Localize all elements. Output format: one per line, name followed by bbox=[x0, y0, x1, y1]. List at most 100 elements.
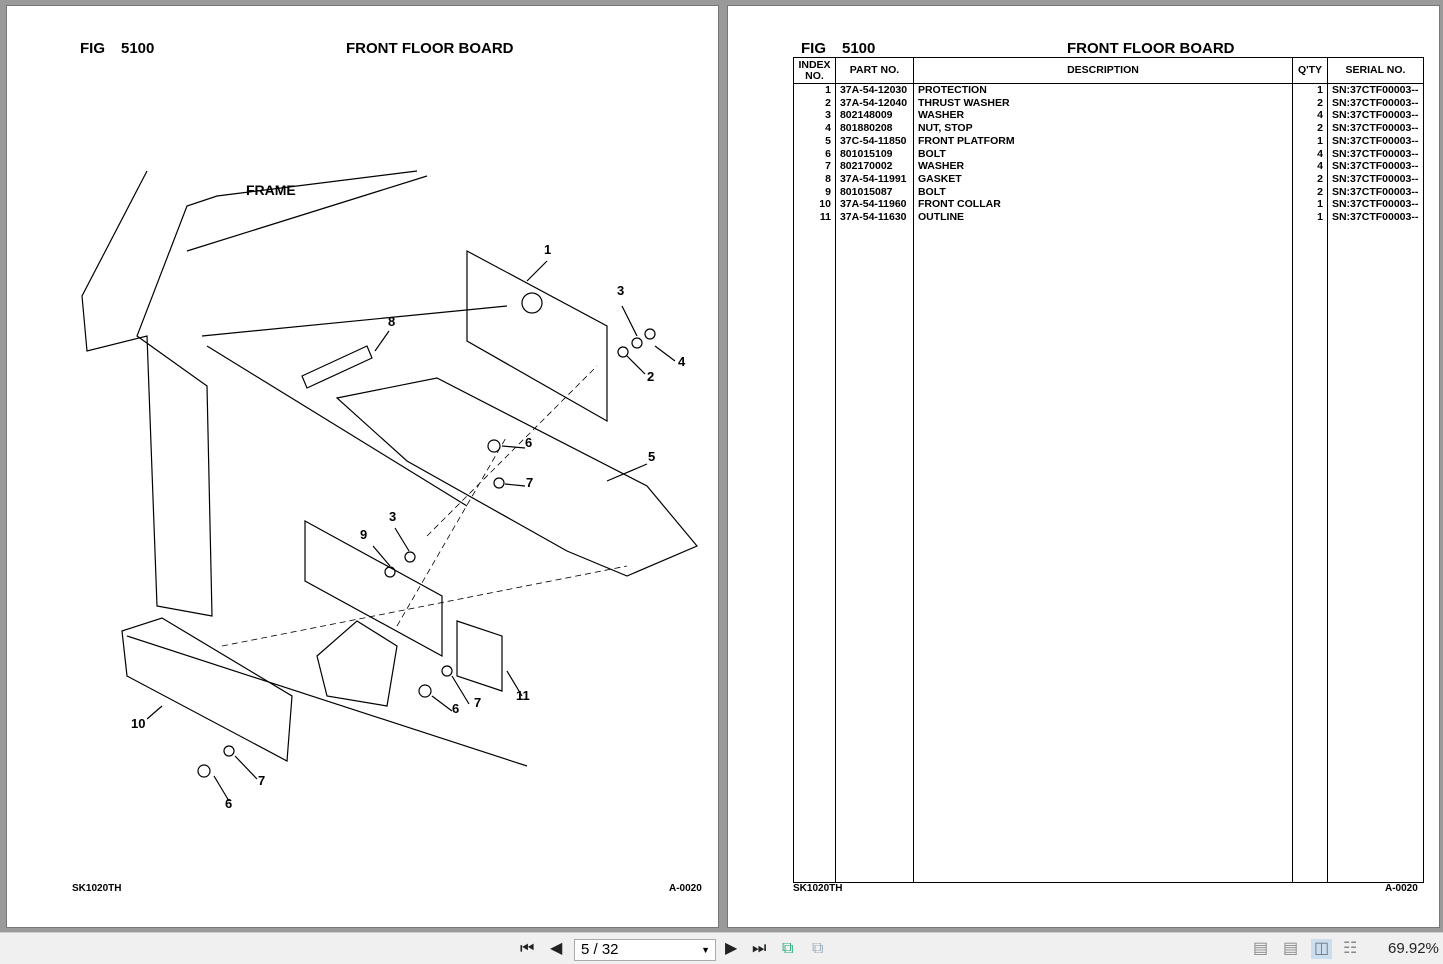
header-description: DESCRIPTION bbox=[912, 57, 1294, 84]
description-cell: FRONT PLATFORM bbox=[912, 134, 1294, 148]
index-cell: 3 bbox=[793, 109, 836, 123]
serial-cell: SN:37CTF00003-- bbox=[1326, 147, 1425, 161]
model-label: SK1020TH bbox=[793, 883, 843, 894]
qty-cell: 4 bbox=[1292, 147, 1328, 161]
part-number-cell: 37C-54-11850 bbox=[834, 134, 914, 148]
next-page-icon[interactable]: ▶ bbox=[725, 940, 738, 957]
parts-table: INDEX NO. PART NO. DESCRIPTION Q'TY SERI… bbox=[793, 57, 1425, 883]
description-cell: BOLT bbox=[912, 147, 1294, 161]
qty-cell: 4 bbox=[1292, 160, 1328, 173]
part-number-cell: 37A-54-11991 bbox=[834, 172, 914, 186]
continuous-page-icon[interactable]: ▤ bbox=[1283, 940, 1299, 957]
fig-number: 5100 bbox=[842, 40, 876, 57]
description-cell: GASKET bbox=[912, 172, 1294, 186]
callout-4: 4 bbox=[678, 354, 686, 369]
page-number-value: 5 / 32 bbox=[581, 941, 619, 958]
two-page-icon[interactable]: ◫ bbox=[1311, 939, 1333, 959]
previous-page-icon[interactable]: ◀ bbox=[550, 940, 563, 957]
last-page-icon[interactable]: ⏭ bbox=[752, 940, 767, 957]
page-code: A-0020 bbox=[669, 883, 702, 894]
single-page-icon[interactable]: ▤ bbox=[1253, 940, 1269, 957]
serial-cell: SN:37CTF00003-- bbox=[1326, 134, 1425, 148]
part-number-cell: 801880208 bbox=[834, 122, 914, 135]
empty-cell bbox=[834, 223, 914, 883]
viewer-toolbar: ⏮ ◀ 5 / 32 ▼ ▶ ⏭ ⧉ ⧉ ▤ ▤ ◫ ☷ 69.92% bbox=[0, 932, 1443, 964]
description-cell: NUT, STOP bbox=[912, 122, 1294, 135]
serial-cell: SN:37CTF00003-- bbox=[1326, 172, 1425, 186]
index-cell: 6 bbox=[793, 147, 836, 161]
serial-cell: SN:37CTF00003-- bbox=[1326, 198, 1425, 212]
part-number-cell: 37A-54-12030 bbox=[834, 83, 914, 97]
exploded-parts-drawing bbox=[81, 170, 698, 802]
part-number-cell: 801015087 bbox=[834, 185, 914, 199]
qty-cell: 2 bbox=[1292, 122, 1328, 135]
chevron-down-icon[interactable]: ▼ bbox=[701, 945, 710, 955]
qty-cell: 2 bbox=[1292, 185, 1328, 199]
callout-8: 8 bbox=[388, 314, 396, 329]
zoom-level[interactable]: 69.92% bbox=[1388, 940, 1439, 957]
empty-cell bbox=[912, 223, 1294, 883]
index-cell: 5 bbox=[793, 134, 836, 148]
fig-label: FIG bbox=[80, 40, 105, 57]
index-cell: 4 bbox=[793, 122, 836, 135]
callout-7b: 7 bbox=[474, 695, 482, 710]
callout-7: 7 bbox=[526, 475, 534, 490]
left-page-illustration: FIG 5100 FRONT FLOOR BOARD FRAME 1 2 3 4… bbox=[6, 5, 719, 928]
index-cell: 9 bbox=[793, 185, 836, 199]
index-cell: 10 bbox=[793, 198, 836, 212]
qty-cell: 1 bbox=[1292, 83, 1328, 97]
serial-cell: SN:37CTF00003-- bbox=[1326, 185, 1425, 199]
qty-cell: 1 bbox=[1292, 211, 1328, 224]
description-cell: BOLT bbox=[912, 185, 1294, 199]
header-qty: Q'TY bbox=[1292, 57, 1328, 84]
index-cell: 1 bbox=[793, 83, 836, 97]
callout-6: 6 bbox=[525, 435, 533, 450]
index-cell: 7 bbox=[793, 160, 836, 173]
description-cell: THRUST WASHER bbox=[912, 96, 1294, 110]
callout-3b: 3 bbox=[389, 509, 397, 524]
empty-cell bbox=[1326, 223, 1425, 883]
part-number-cell: 37A-54-11630 bbox=[834, 211, 914, 224]
fit-page-icon[interactable]: ⧉ bbox=[782, 940, 794, 957]
callout-1: 1 bbox=[544, 242, 552, 257]
page-number-input[interactable]: 5 / 32 ▼ bbox=[574, 939, 716, 961]
serial-cell: SN:37CTF00003-- bbox=[1326, 122, 1425, 135]
part-number-cell: 802148009 bbox=[834, 109, 914, 123]
index-cell: 8 bbox=[793, 172, 836, 186]
description-cell: OUTLINE bbox=[912, 211, 1294, 224]
serial-cell: SN:37CTF00003-- bbox=[1326, 160, 1425, 173]
description-cell: WASHER bbox=[912, 109, 1294, 123]
index-cell: 11 bbox=[793, 211, 836, 224]
part-number-cell: 802170002 bbox=[834, 160, 914, 173]
qty-cell: 1 bbox=[1292, 134, 1328, 148]
header-index: INDEX NO. bbox=[793, 57, 836, 84]
fit-width-icon[interactable]: ⧉ bbox=[812, 940, 824, 957]
empty-cell bbox=[1292, 223, 1328, 883]
part-number-cell: 37A-54-12040 bbox=[834, 96, 914, 110]
serial-cell: SN:37CTF00003-- bbox=[1326, 109, 1425, 123]
qty-cell: 1 bbox=[1292, 198, 1328, 212]
qty-cell: 2 bbox=[1292, 172, 1328, 186]
index-cell: 2 bbox=[793, 96, 836, 110]
frame-label: FRAME bbox=[246, 182, 296, 198]
part-number-cell: 801015109 bbox=[834, 147, 914, 161]
table-filler bbox=[793, 223, 1425, 883]
empty-cell bbox=[793, 223, 836, 883]
model-label: SK1020TH bbox=[72, 883, 122, 894]
serial-cell: SN:37CTF00003-- bbox=[1326, 96, 1425, 110]
callout-10: 10 bbox=[131, 716, 146, 731]
callout-6c: 6 bbox=[225, 796, 233, 811]
two-page-continuous-icon[interactable]: ☷ bbox=[1343, 940, 1358, 957]
first-page-icon[interactable]: ⏮ bbox=[520, 940, 535, 957]
callout-6b: 6 bbox=[452, 701, 460, 716]
qty-cell: 4 bbox=[1292, 109, 1328, 123]
header-serial: SERIAL NO. bbox=[1326, 57, 1425, 84]
